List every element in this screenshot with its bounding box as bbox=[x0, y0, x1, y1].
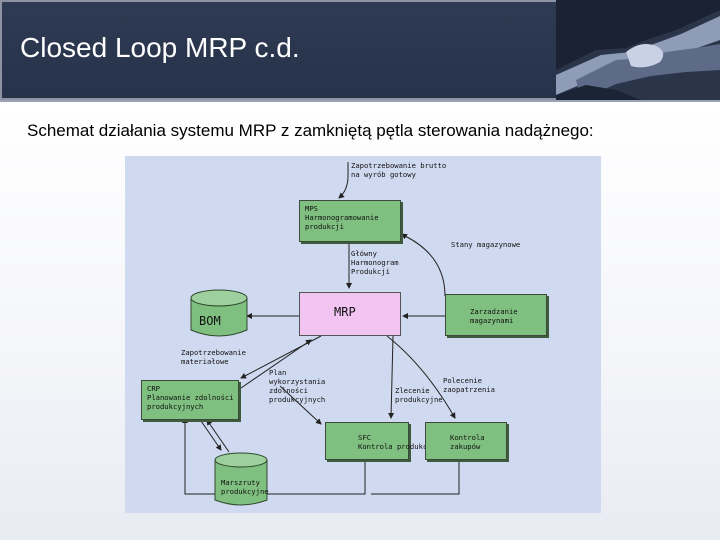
mps-label: MPS Harmonogramowanie produkcji bbox=[305, 204, 379, 231]
routings-cylinder bbox=[214, 452, 268, 506]
handshake-photo bbox=[556, 0, 720, 102]
header-divider bbox=[0, 100, 720, 102]
production-order-label: Zlecenie produkcyjne bbox=[395, 386, 443, 404]
sfc-label: SFC Kontrola produkcji bbox=[358, 433, 436, 451]
inventory-management-box: Zarzadzanie magazynami bbox=[445, 294, 547, 336]
master-schedule-label: Główny Harmonogram Produkcji bbox=[351, 249, 399, 276]
handshake-icon bbox=[556, 0, 720, 102]
mrp-diagram: Zapotrzebowanie brutto na wyrób gotowy M… bbox=[125, 156, 601, 513]
material-requirements-label: Zapotrzebowanie materiałowe bbox=[181, 348, 246, 366]
capacity-plan-label: Plan wykorzystania zdolności produkcyjny… bbox=[269, 368, 326, 404]
crp-box: CRP Planowanie zdolności produkcyjnych bbox=[141, 380, 239, 420]
routings-label: Marszruty produkcyjne bbox=[221, 478, 269, 496]
purchase-control-label: Kontrola zakupów bbox=[450, 433, 485, 451]
inventory-management-label: Zarzadzanie magazynami bbox=[470, 307, 518, 325]
mps-box: MPS Harmonogramowanie produkcji bbox=[299, 200, 401, 242]
mrp-label: MRP bbox=[334, 305, 356, 319]
supply-order-label: Polecenie zaopatrzenia bbox=[443, 376, 495, 394]
diagram-arrows bbox=[182, 162, 460, 495]
slide-title: Closed Loop MRP c.d. bbox=[20, 32, 300, 63]
header-frame bbox=[0, 0, 556, 100]
sfc-box: SFC Kontrola produkcji bbox=[325, 422, 436, 460]
purchase-control-box: Kontrola zakupów bbox=[425, 422, 507, 460]
crp-label: CRP Planowanie zdolności produkcyjnych bbox=[147, 384, 234, 411]
bom-cylinder bbox=[190, 289, 248, 337]
slide-subtitle: Schemat działania systemu MRP z zamknięt… bbox=[27, 121, 594, 140]
mrp-box: MRP bbox=[299, 292, 401, 336]
bom-label: BOM bbox=[199, 314, 221, 328]
inventory-status-label: Stany magazynowe bbox=[451, 240, 521, 249]
gross-demand-label: Zapotrzebowanie brutto na wyrób gotowy bbox=[351, 161, 447, 179]
